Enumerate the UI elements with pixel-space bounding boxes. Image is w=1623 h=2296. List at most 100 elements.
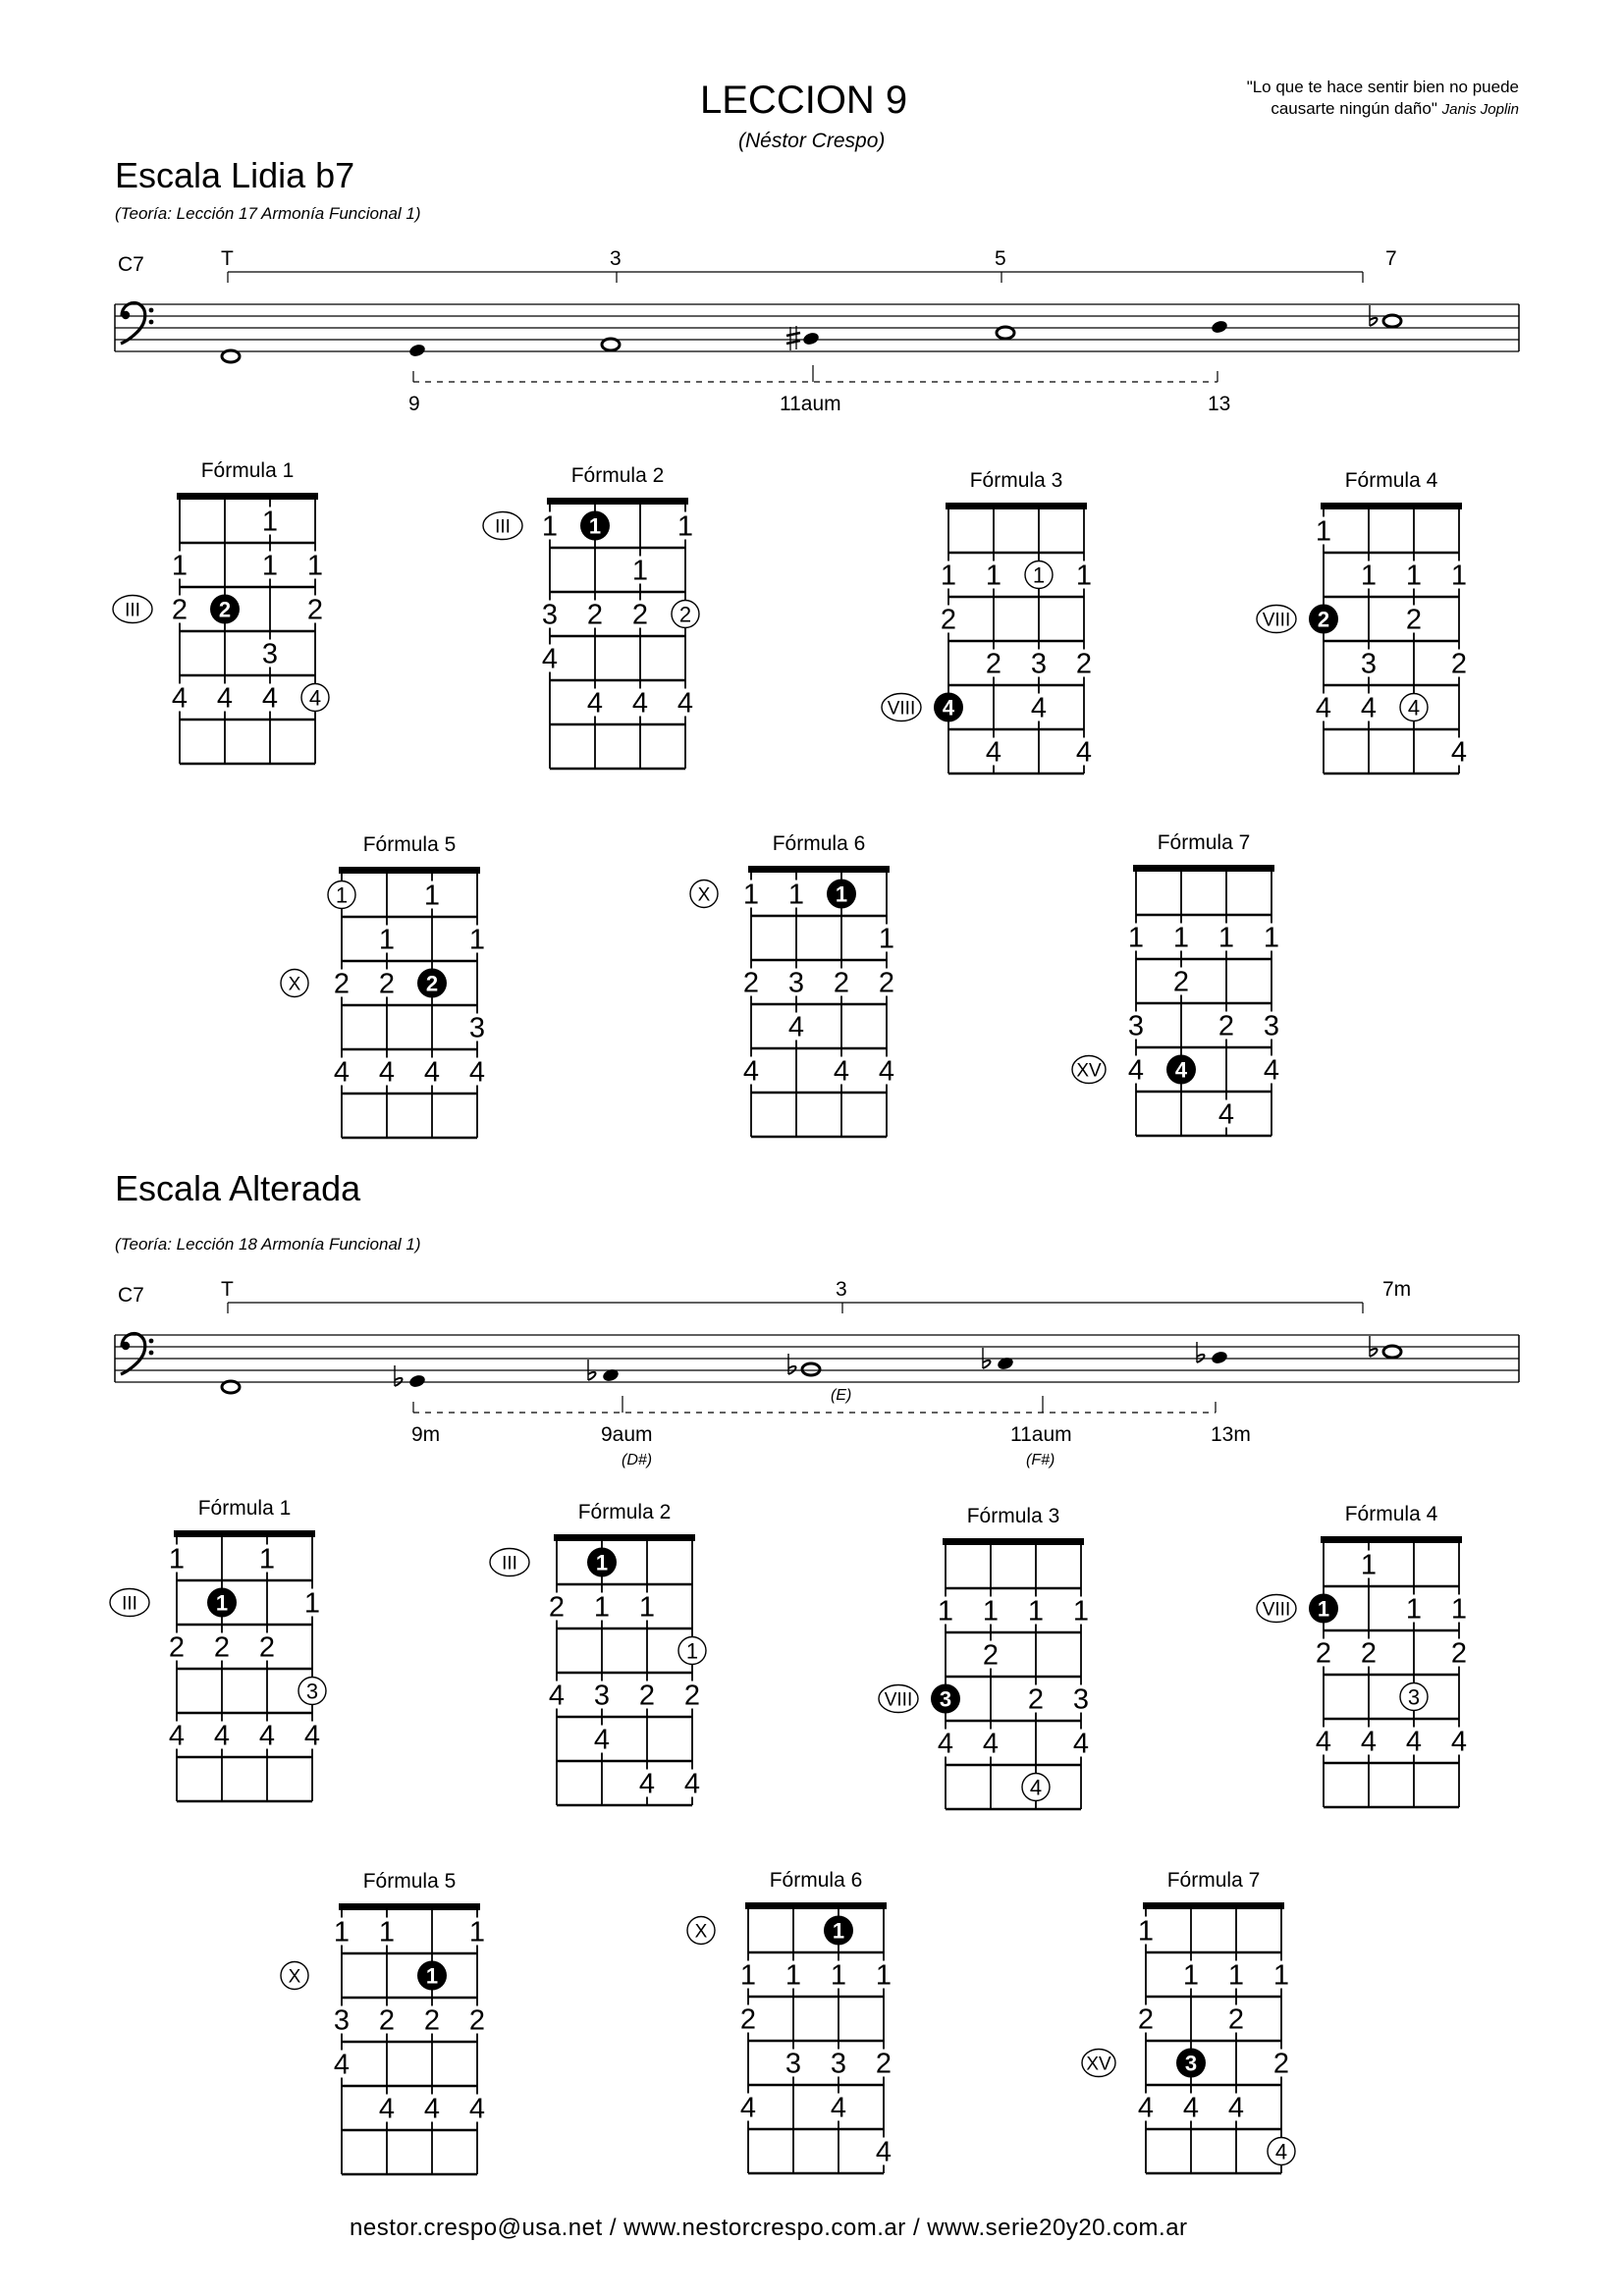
section-2-title: Escala Alterada: [115, 1168, 361, 1208]
formula-title: Fórmula 7: [1167, 1869, 1261, 1892]
note: [220, 348, 242, 364]
finger-marker: 1: [875, 1960, 893, 1992]
finger-marker: 4: [1450, 1727, 1468, 1758]
finger-marker: 1: [1360, 561, 1378, 592]
finger-marker: 4: [1072, 1729, 1090, 1760]
svg-text:4: 4: [304, 1721, 320, 1752]
svg-text:4: 4: [169, 1721, 185, 1752]
svg-text:1: 1: [788, 880, 804, 911]
svg-text:4: 4: [1076, 737, 1092, 769]
svg-text:4: 4: [1316, 693, 1331, 724]
finger-marker: 4: [1360, 693, 1378, 724]
svg-text:VIII: VIII: [885, 1690, 913, 1711]
svg-text:III: III: [495, 517, 511, 538]
finger-marker: 1: [1450, 561, 1468, 592]
degree-label: 3: [836, 1278, 847, 1301]
position-marker: VIII: [1256, 604, 1297, 634]
page-title: LECCION 9: [700, 79, 908, 122]
svg-text:2: 2: [172, 595, 188, 626]
enharmonic-label: (D#): [622, 1452, 652, 1468]
finger-marker: 2: [742, 968, 760, 999]
svg-text:4: 4: [632, 688, 648, 720]
position-marker: VIII: [1256, 1593, 1297, 1624]
section-2-chord: C7: [118, 1284, 144, 1307]
svg-text:1: 1: [785, 1960, 801, 1992]
svg-text:1: 1: [379, 925, 395, 956]
svg-text:1: 1: [1361, 561, 1377, 592]
footer-links: nestor.crespo@usa.net / www.nestorcrespo…: [350, 2215, 1188, 2241]
note: [1369, 1336, 1403, 1360]
finger-marker: 4: [378, 1057, 396, 1089]
svg-text:2: 2: [1273, 2049, 1289, 2080]
root-finger-marker: 2: [417, 968, 447, 998]
note: [995, 325, 1016, 341]
nut: [547, 498, 688, 505]
svg-text:2: 2: [1218, 1011, 1234, 1042]
svg-text:1: 1: [1033, 563, 1045, 588]
svg-text:2: 2: [549, 1592, 565, 1624]
finger-marker: 1: [631, 556, 649, 587]
svg-text:4: 4: [1451, 737, 1467, 769]
formula-title: Fórmula 1: [201, 459, 295, 482]
position-marker: XV: [1071, 1054, 1107, 1085]
svg-text:3: 3: [334, 2005, 350, 2037]
finger-marker: 2: [1360, 1638, 1378, 1670]
svg-text:2: 2: [679, 603, 691, 627]
finger-marker: 1: [261, 507, 279, 538]
degree-markers: T 3 7m (E) 9m 9aum 11aum 13m (D#) (F#): [221, 1278, 1411, 1468]
finger-marker: 1: [787, 880, 805, 911]
svg-text:1: 1: [426, 1964, 438, 1989]
svg-text:1: 1: [639, 1592, 655, 1624]
svg-text:1: 1: [941, 561, 956, 592]
svg-text:4: 4: [542, 644, 558, 675]
svg-text:4: 4: [334, 2050, 350, 2081]
finger-marker: 2: [1227, 2004, 1245, 2036]
svg-text:1: 1: [1264, 923, 1279, 954]
svg-text:1: 1: [172, 551, 188, 582]
nut: [339, 1903, 480, 1910]
svg-text:1: 1: [831, 1960, 846, 1992]
svg-text:2: 2: [941, 605, 956, 636]
svg-text:4: 4: [217, 683, 233, 715]
svg-text:1: 1: [1316, 516, 1331, 548]
svg-text:2: 2: [1076, 649, 1092, 680]
position-marker: X: [280, 968, 309, 998]
svg-text:2: 2: [379, 2005, 395, 2037]
svg-text:X: X: [289, 975, 301, 995]
svg-text:2: 2: [1406, 605, 1422, 636]
svg-text:1: 1: [833, 1919, 844, 1944]
svg-text:2: 2: [639, 1681, 655, 1712]
finger-marker: 3: [784, 2049, 802, 2080]
finger-marker: 1: [940, 561, 957, 592]
svg-text:2: 2: [219, 598, 231, 622]
svg-text:1: 1: [1173, 923, 1189, 954]
svg-text:4: 4: [743, 1056, 759, 1088]
finger-marker: 4: [1127, 1055, 1145, 1087]
svg-text:4: 4: [214, 1721, 230, 1752]
note: [220, 1379, 242, 1395]
nut: [1143, 1902, 1284, 1909]
degree-label: 11aum: [780, 393, 841, 415]
finger-marker: 1: [676, 511, 694, 543]
position-marker: III: [112, 594, 153, 624]
notes: [220, 1336, 1403, 1395]
svg-text:1: 1: [542, 511, 558, 543]
circled-finger-marker: 1: [677, 1635, 707, 1666]
svg-text:1: 1: [334, 1917, 350, 1949]
flat-icon: [1369, 305, 1379, 327]
finger-marker: 2: [171, 595, 189, 626]
degree-label: 13m: [1211, 1423, 1251, 1446]
svg-text:1: 1: [1128, 923, 1144, 954]
finger-marker: 1: [1272, 1960, 1290, 1992]
root-finger-marker: 3: [931, 1683, 960, 1714]
svg-text:1: 1: [216, 1591, 228, 1616]
svg-text:1: 1: [1218, 923, 1234, 954]
enharmonic-label: (E): [831, 1387, 851, 1404]
finger-marker: 1: [784, 1960, 802, 1992]
svg-text:VIII: VIII: [1263, 611, 1291, 631]
position-marker: X: [689, 879, 719, 909]
finger-marker: 4: [875, 2137, 893, 2168]
svg-text:1: 1: [686, 1639, 698, 1664]
